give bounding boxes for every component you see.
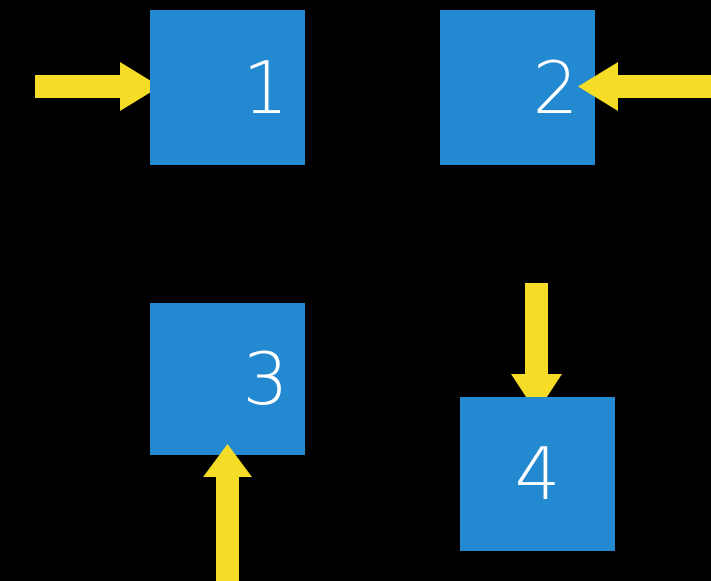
arrow-up-into-node-3	[203, 444, 252, 581]
node-3[interactable]: 3	[150, 303, 305, 455]
node-3-rect	[150, 303, 305, 455]
node-4-label: 4	[514, 432, 561, 516]
node-2-rect	[440, 10, 595, 165]
node-1[interactable]: 1	[150, 10, 305, 165]
node-4[interactable]: 4	[460, 397, 615, 551]
node-3-label: 3	[242, 337, 289, 421]
arrow-left-into-node-2	[578, 62, 711, 111]
node-2[interactable]: 2	[440, 10, 595, 165]
arrow-right-into-node-1	[35, 62, 160, 111]
arrow-down-into-node-4	[511, 283, 562, 413]
node-1-rect	[150, 10, 305, 165]
node-4-rect	[460, 397, 615, 551]
node-1-label: 1	[242, 45, 289, 130]
node-2-label: 2	[532, 45, 579, 130]
